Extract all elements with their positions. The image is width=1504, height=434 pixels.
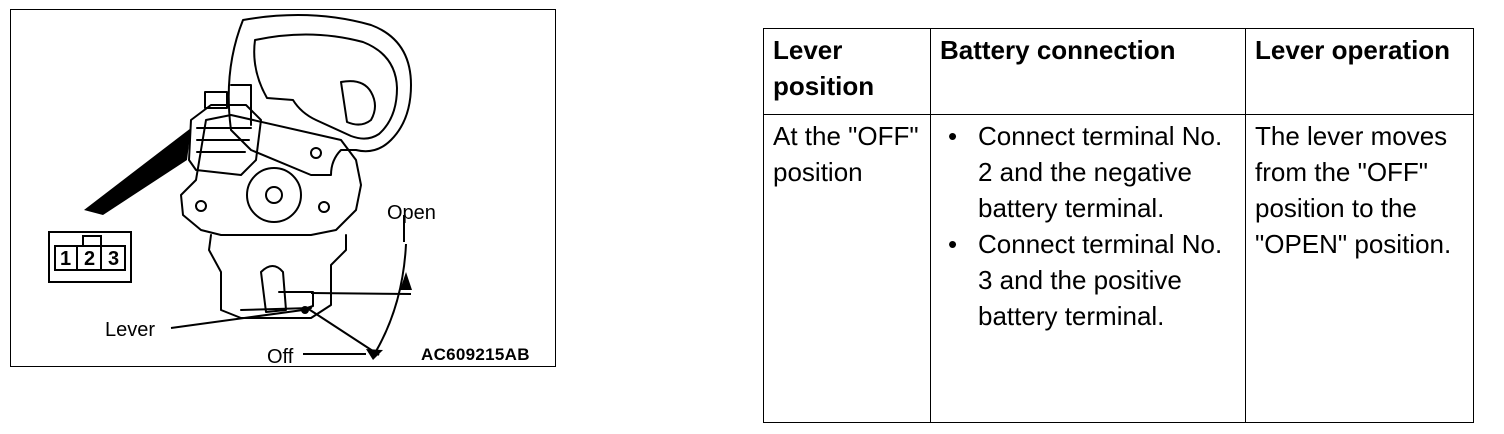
table-header-row: Lever position Battery connection Lever … bbox=[763, 28, 1474, 115]
list-item: Connect terminal No. 2 and the negative … bbox=[948, 118, 1236, 226]
cell-lever-operation: The lever moves from the "OFF" position … bbox=[1245, 114, 1474, 423]
cell-lever-position: At the "OFF" position bbox=[763, 114, 931, 423]
cell-battery-connection: Connect terminal No. 2 and the negative … bbox=[930, 114, 1246, 423]
connector-icon bbox=[48, 231, 132, 283]
leader-wedge-shape bbox=[84, 128, 191, 215]
table-row: At the "OFF" position Connect terminal N… bbox=[763, 114, 1474, 423]
header-lever-position: Lever position bbox=[763, 28, 931, 115]
actuator-figure: 1 2 3 Open Lever Off AC609215AB bbox=[10, 9, 556, 367]
open-label: Open bbox=[387, 202, 436, 224]
connector-pin-1-label: 1 bbox=[60, 248, 72, 270]
header-lever-operation: Lever operation bbox=[1245, 28, 1474, 115]
header-battery-connection: Battery connection bbox=[930, 28, 1246, 115]
off-label: Off bbox=[267, 346, 294, 368]
lever-label: Lever bbox=[105, 319, 156, 341]
actuator-illustration bbox=[48, 14, 412, 360]
connector-pin-3-label: 3 bbox=[108, 248, 120, 270]
list-item: Connect terminal No. 3 and the positive … bbox=[948, 226, 1236, 334]
figure-code: AC609215AB bbox=[421, 345, 530, 364]
connector-pin-2-label: 2 bbox=[84, 248, 96, 270]
battery-connection-list: Connect terminal No. 2 and the negative … bbox=[940, 118, 1236, 334]
lever-operation-table: Lever position Battery connection Lever … bbox=[763, 28, 1474, 423]
